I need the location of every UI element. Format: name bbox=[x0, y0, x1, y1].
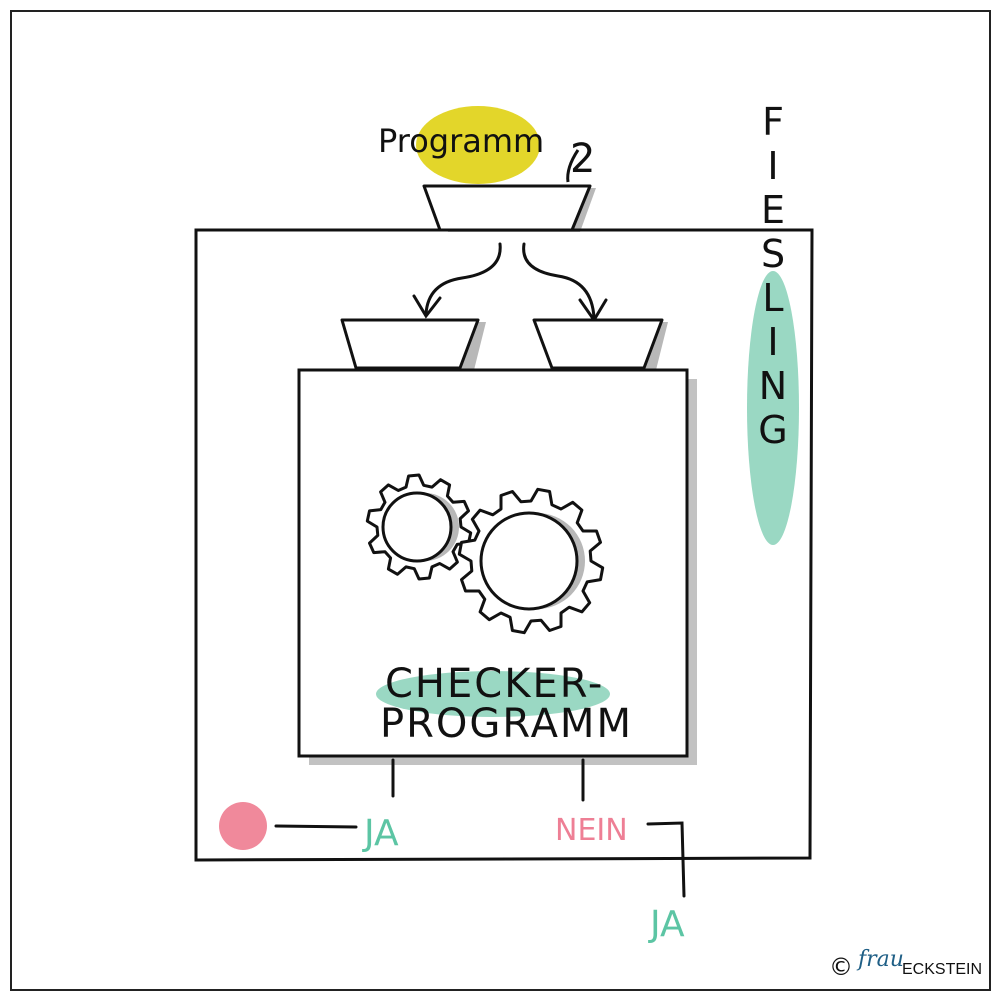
small-gear-icon bbox=[365, 473, 473, 581]
outer-box bbox=[194, 228, 814, 862]
result-dot bbox=[219, 802, 267, 850]
credit-brand-name: ECKSTEIN bbox=[902, 961, 982, 978]
input-funnel bbox=[422, 184, 596, 232]
yes-label: JA bbox=[362, 813, 399, 854]
no-label: NEIN bbox=[555, 813, 628, 848]
outer-box-label-highlight bbox=[747, 271, 799, 545]
page-frame bbox=[10, 10, 991, 991]
checker-label-highlight bbox=[376, 671, 610, 717]
output-lines bbox=[274, 758, 686, 898]
input-label: Programm bbox=[378, 122, 544, 160]
gears-icon bbox=[365, 473, 605, 635]
checker-label-line1: CHECKER- bbox=[385, 661, 604, 707]
input-label-highlight bbox=[416, 106, 540, 184]
credit: © frau ECKSTEIN bbox=[829, 947, 982, 981]
split-arrows bbox=[412, 242, 608, 323]
large-gear-icon bbox=[457, 487, 605, 635]
checker-label-line2: PROGRAMM bbox=[380, 701, 633, 747]
inner-funnel-left bbox=[340, 318, 486, 370]
final-yes-label: JA bbox=[648, 904, 685, 945]
inner-funnel-right bbox=[532, 318, 668, 370]
copyright-symbol: © bbox=[829, 953, 853, 981]
input-arrow-line bbox=[566, 149, 580, 183]
outer-box-label: FIESLING bbox=[751, 100, 795, 452]
credit-brand-script: frau bbox=[856, 947, 904, 972]
